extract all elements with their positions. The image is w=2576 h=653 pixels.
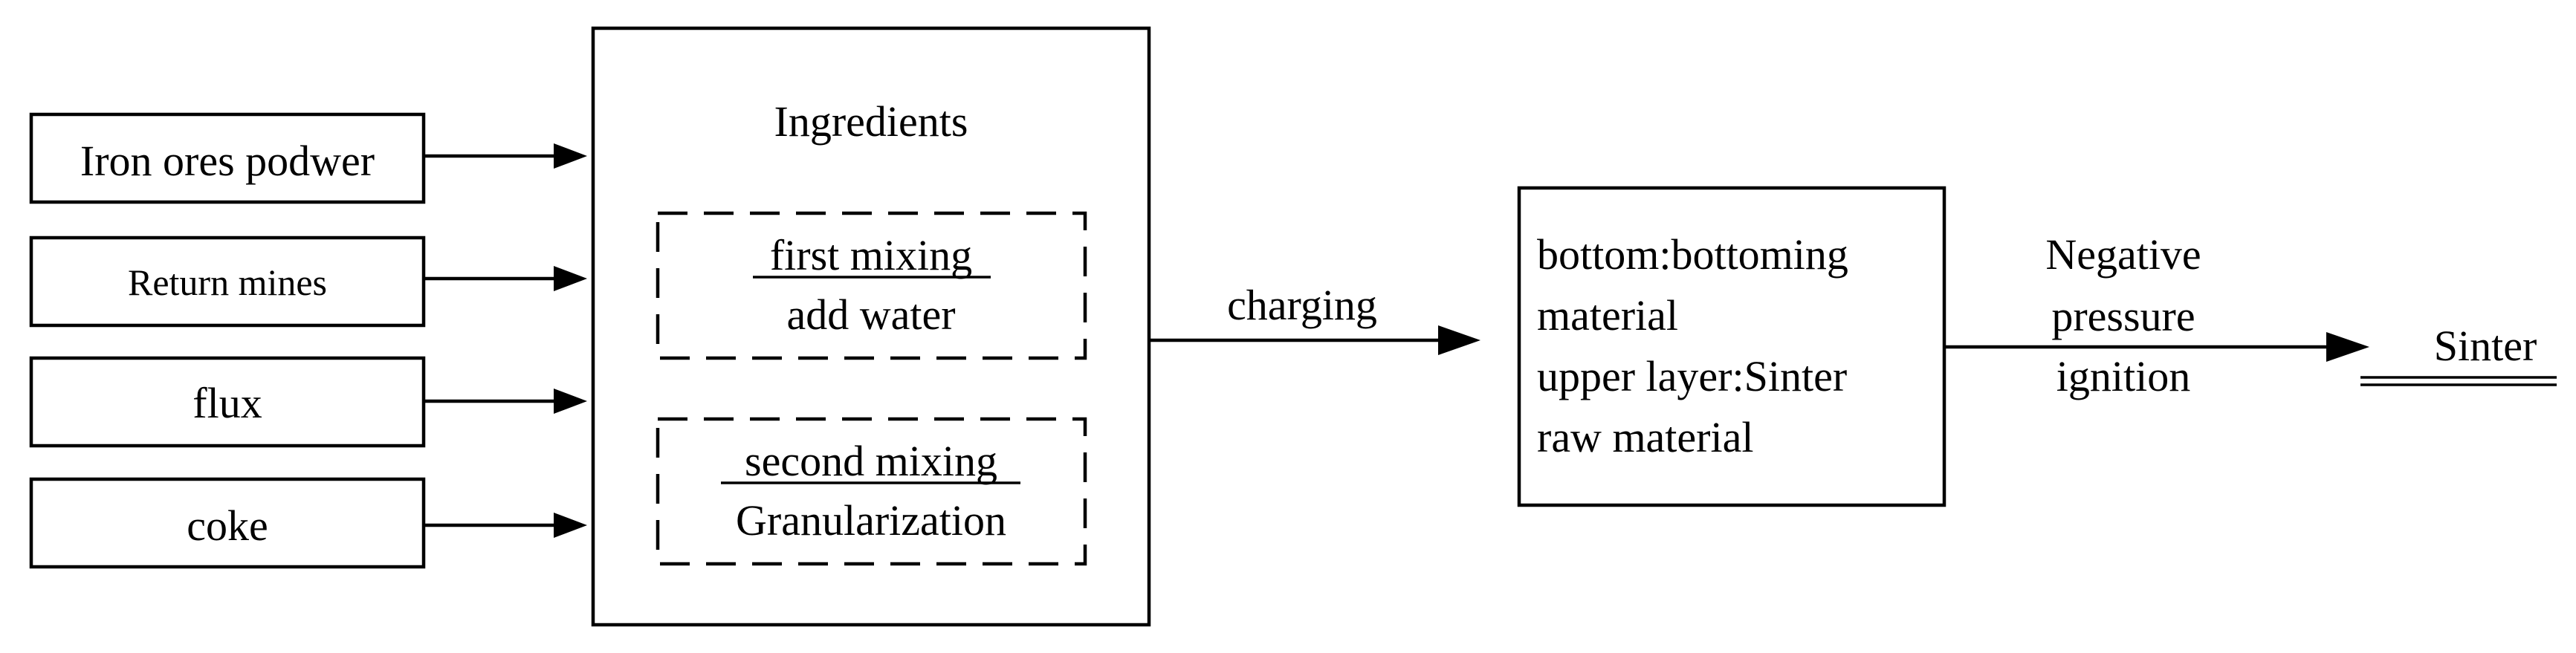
input-label-coke: coke	[187, 501, 268, 550]
arrowhead-return-mines	[554, 266, 587, 291]
charging-arrowhead	[1438, 325, 1480, 355]
input-flux: flux	[29, 356, 426, 448]
ingredients-frame	[591, 26, 1151, 627]
first-mixing-title: first mixing	[770, 231, 972, 279]
input-box-return-mines	[29, 235, 426, 328]
input-label-iron-ores: Iron ores podwer	[80, 137, 375, 185]
input-label-return-mines: Return mines	[128, 261, 327, 303]
layer-box: bottom:bottoming material upper layer:Si…	[1517, 186, 1946, 507]
layer-line-3: upper layer:Sinter	[1537, 352, 1847, 400]
input-coke: coke	[29, 477, 426, 569]
arrowhead-flux	[554, 389, 587, 414]
ingredients-title: Ingredients	[774, 97, 968, 146]
layer-line-2: material	[1537, 291, 1678, 340]
layer-line-4: raw material	[1537, 413, 1753, 461]
input-box-flux	[29, 356, 426, 448]
layer-line-1: bottom:bottoming	[1537, 230, 1848, 279]
first-mixing-box	[656, 211, 1087, 360]
input-arrows	[424, 143, 587, 538]
ignition-arrowhead	[2326, 332, 2369, 362]
ignition-label-line-1: Negative	[2045, 230, 2201, 279]
second-mixing-subtitle: Granularization	[736, 496, 1006, 545]
first-mixing-subtitle: add water	[786, 290, 955, 339]
second-mixing-title: second mixing	[745, 437, 997, 485]
second-mixing-box	[656, 417, 1087, 566]
input-box-coke	[29, 477, 426, 569]
charging-label: charging	[1227, 281, 1377, 329]
ignition-arrow: Negative pressure ignition	[1944, 230, 2369, 400]
output-label: Sinter	[2434, 322, 2537, 370]
input-iron-ores: Iron ores podwer	[29, 112, 426, 204]
ignition-label-line-2: pressure	[2051, 292, 2195, 340]
input-label-flux: flux	[192, 379, 262, 427]
ingredients-box: Ingredients first mixing add water secon…	[591, 26, 1151, 627]
arrowhead-coke	[554, 513, 587, 538]
input-return-mines: Return mines	[29, 235, 426, 328]
input-box-iron-ores	[29, 112, 426, 204]
layer-frame	[1517, 186, 1946, 507]
arrowhead-iron-ores	[554, 143, 587, 169]
ignition-label-line-3: ignition	[2056, 352, 2190, 400]
charging-arrow: charging	[1149, 281, 1480, 355]
output-sinter: Sinter	[2360, 322, 2557, 386]
